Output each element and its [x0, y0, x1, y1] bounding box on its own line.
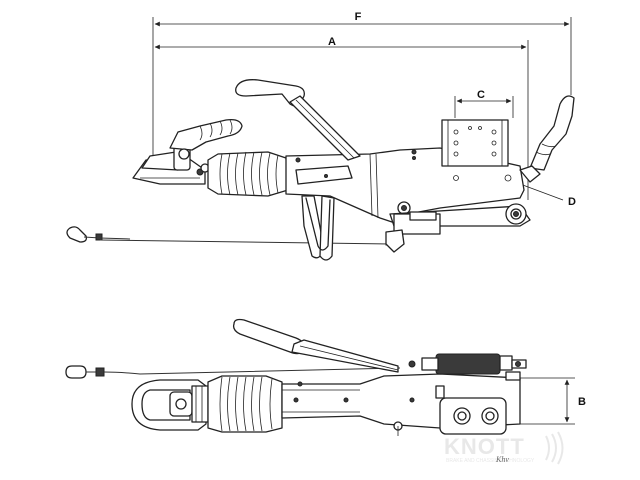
brand-logo-text: KNOTT	[444, 434, 525, 459]
dimension-b-label: B	[578, 396, 586, 408]
brand-tagline: BRAKE AND CHASSIS TECHNOLOGY	[446, 458, 535, 464]
dimension-f-label: F	[355, 11, 362, 23]
dimension-d-label: D	[568, 196, 576, 208]
bellows	[207, 151, 289, 197]
handbrake-lever-top	[232, 318, 399, 373]
coupling-head-top	[131, 379, 209, 431]
coupling-head	[132, 118, 243, 185]
dimension-b: B	[520, 377, 586, 425]
breakaway-cable-top	[65, 365, 401, 379]
lower-tube	[385, 203, 531, 253]
dimension-f: F	[152, 11, 572, 178]
mounting-flange-top	[435, 385, 507, 435]
side-view	[66, 79, 575, 261]
rear-handle	[519, 95, 575, 183]
dimension-c: C	[454, 89, 514, 118]
support-leg	[301, 195, 335, 261]
drawing-initials: Khv	[495, 455, 509, 464]
mounting-flange	[441, 119, 512, 182]
top-view	[65, 318, 527, 436]
dimension-a-label: A	[328, 36, 336, 48]
overrun-damper-top	[408, 353, 527, 381]
brand-watermark: KNOTT BRAKE AND CHASSIS TECHNOLOGY Khv	[444, 431, 564, 465]
bellows-top	[207, 375, 283, 433]
dimension-c-label: C	[477, 89, 485, 101]
handbrake-lever	[235, 79, 361, 161]
breakaway-cable	[66, 226, 395, 246]
